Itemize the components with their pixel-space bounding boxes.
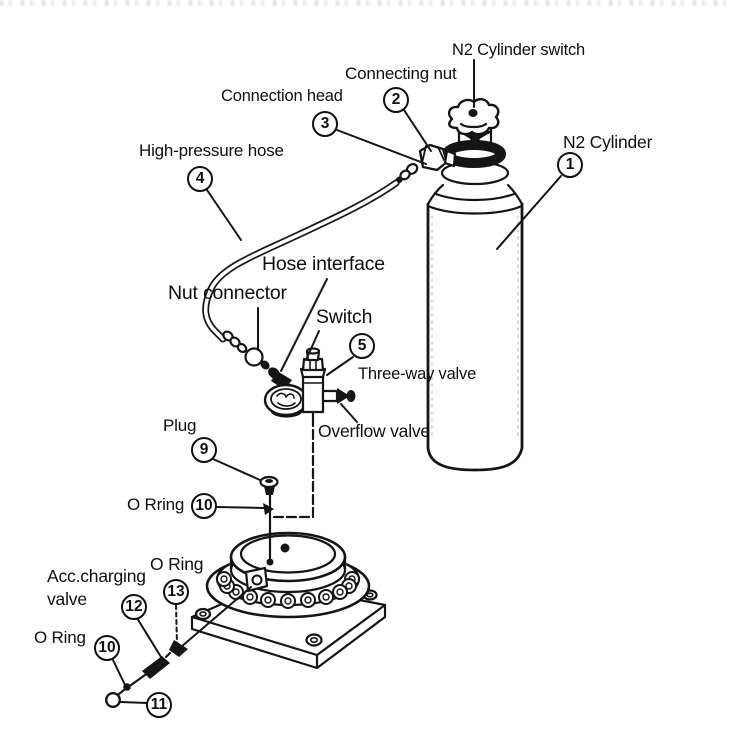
leader-high-pressure-hose bbox=[206, 189, 242, 241]
leader-connection-head bbox=[336, 129, 427, 165]
label-high-pressure-hose: High-pressure hose bbox=[139, 141, 284, 160]
high-pressure-hose-drawing bbox=[202, 179, 400, 379]
callout-9: 9 bbox=[191, 437, 217, 463]
leader-n2-cylinder bbox=[496, 175, 562, 250]
callout-5: 5 bbox=[349, 333, 375, 359]
plug-drawing bbox=[259, 475, 279, 495]
leader-11 bbox=[120, 701, 148, 704]
label-o-rring: O Rring bbox=[127, 495, 185, 514]
leader-plug bbox=[212, 458, 261, 481]
label-acc-charging-valve-line2: valve bbox=[47, 589, 87, 609]
label-three-way-valve: Three-way valve bbox=[358, 365, 477, 383]
label-nut-connector: Nut connector bbox=[168, 282, 287, 304]
o-ring-part bbox=[104, 692, 121, 709]
gauge-assembly-drawing bbox=[263, 347, 356, 419]
leader-o-ring-top bbox=[175, 604, 178, 646]
pipe-lines bbox=[263, 415, 315, 560]
callout-11: 11 bbox=[146, 692, 172, 718]
label-overflow-valve: Overflow valve bbox=[318, 421, 430, 441]
label-n2-cylinder-switch: N2 Cylinder switch bbox=[452, 41, 586, 59]
callout-1: 1 bbox=[557, 152, 583, 178]
acc-charging-valve-drawing bbox=[104, 586, 252, 709]
callout-10b: 10 bbox=[94, 635, 120, 661]
leader-three-way-valve bbox=[326, 356, 354, 376]
leader-acc-charging-valve bbox=[136, 617, 162, 658]
label-acc-charging-valve-line1: Acc.charging bbox=[47, 566, 146, 586]
label-hose-interface: Hose interface bbox=[262, 253, 385, 275]
accumulator-drawing bbox=[190, 531, 387, 670]
nut-connector-part bbox=[244, 347, 264, 367]
leader-switch bbox=[305, 330, 320, 361]
label-o-ring-top: O Ring bbox=[150, 554, 204, 574]
callout-2: 2 bbox=[383, 87, 409, 113]
n2-cylinder-drawing bbox=[426, 123, 524, 472]
callout-3: 3 bbox=[312, 111, 338, 137]
callout-4: 4 bbox=[187, 166, 213, 192]
callout-13: 13 bbox=[163, 579, 189, 605]
label-connection-head: Connection head bbox=[221, 87, 343, 105]
leader-hose-interface bbox=[280, 278, 328, 372]
label-plug: Plug bbox=[163, 416, 197, 435]
label-switch: Switch bbox=[316, 306, 373, 328]
leader-connecting-nut bbox=[403, 109, 432, 152]
label-connecting-nut: Connecting nut bbox=[345, 64, 457, 83]
callout-10a: 10 bbox=[191, 493, 217, 519]
leader-o-ring-bottom bbox=[112, 659, 127, 688]
overflow-valve-knob bbox=[337, 388, 350, 404]
label-n2-cylinder: N2 Cylinder bbox=[563, 132, 653, 152]
leader-lines bbox=[112, 59, 562, 704]
cylinder-switch-handwheel-drawing bbox=[447, 97, 500, 136]
leader-o-rring bbox=[216, 506, 265, 509]
cropped-text-artifact bbox=[0, 0, 730, 6]
callout-12: 12 bbox=[121, 594, 147, 620]
leader-overflow-valve bbox=[340, 403, 358, 423]
label-o-ring-bottom: O Ring bbox=[34, 628, 86, 647]
